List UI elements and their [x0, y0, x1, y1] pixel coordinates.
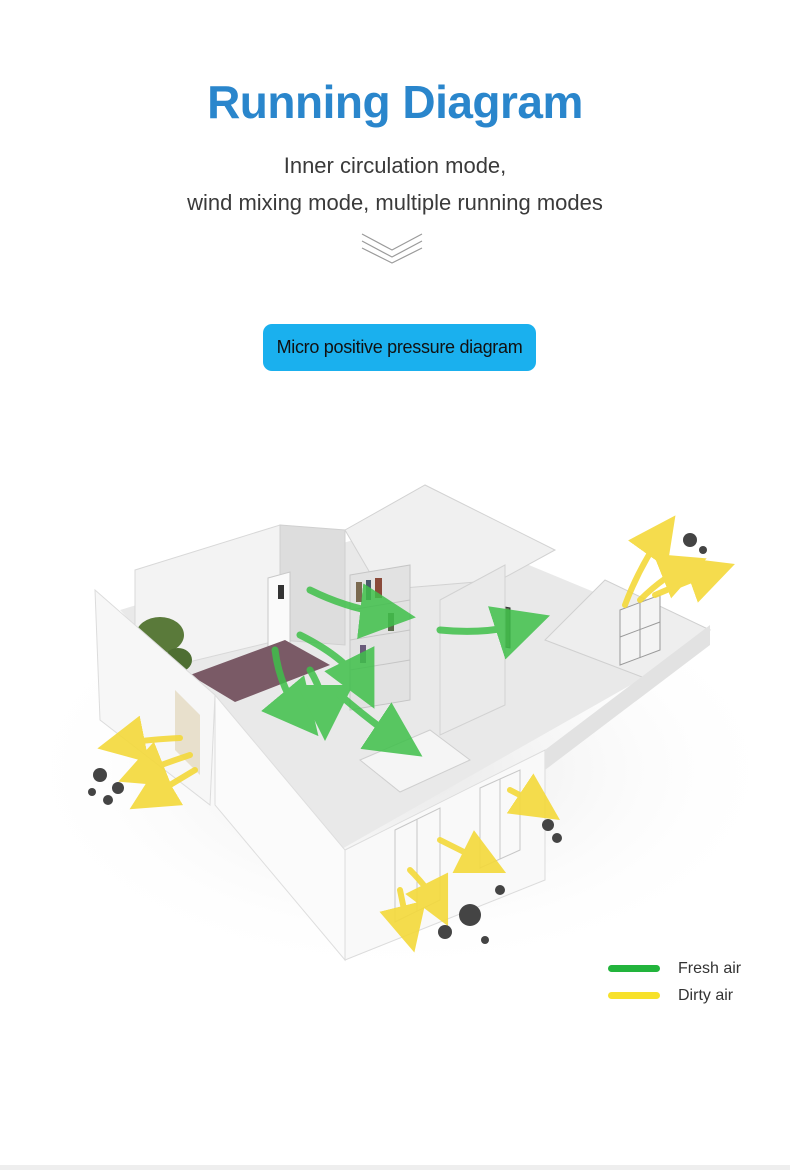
legend-item-dirty-air: Dirty air	[608, 982, 741, 1009]
legend: Fresh air Dirty air	[608, 955, 741, 1009]
fresh-air-arrows	[261, 583, 550, 757]
dirty-air-arrow	[437, 830, 507, 874]
fresh-air-arrow	[436, 606, 550, 660]
legend-label: Dirty air	[678, 986, 734, 1004]
bathroom-window	[619, 594, 661, 666]
bookshelf	[349, 564, 411, 711]
house-floorplan-illustration	[10, 484, 790, 980]
fresh-air-arrow	[306, 583, 416, 639]
page-title: Running Diagram	[207, 76, 583, 128]
virus-icon	[103, 795, 113, 805]
legend-item-fresh-air: Fresh air	[608, 955, 741, 982]
virus-icon	[495, 885, 505, 895]
dirty-air-arrow	[652, 557, 735, 603]
dirty-air-arrow	[405, 867, 449, 927]
dirty-air-arrow	[506, 773, 560, 820]
virus-icon	[542, 819, 554, 831]
legend-label: Fresh air	[678, 959, 742, 977]
door-opening	[175, 690, 200, 775]
fresh-air-arrow	[296, 666, 353, 741]
subtitle-line-1: Inner circulation mode,	[283, 153, 507, 178]
micro-pressure-badge: Micro positive pressure diagram	[263, 324, 536, 371]
living-rug	[190, 640, 330, 702]
subtitle-line-2: wind mixing mode, multiple running modes	[187, 190, 603, 215]
dirty-air-arrow	[622, 515, 676, 608]
virus-icon	[683, 533, 697, 547]
legend-swatch-dirty	[608, 992, 660, 999]
chevron-down-icon	[361, 233, 423, 264]
dirty-air-arrow	[129, 763, 198, 810]
virus-icon	[112, 782, 124, 794]
dirty-air-arrows	[97, 515, 735, 953]
virus-particles	[88, 533, 707, 944]
bottom-divider	[0, 1165, 790, 1170]
virus-icon	[88, 788, 96, 796]
right-side-wall	[545, 625, 710, 770]
legend-swatch-fresh	[608, 965, 660, 972]
virus-icon	[552, 833, 562, 843]
virus-icon	[93, 768, 107, 782]
fresh-air-arrow	[336, 691, 423, 757]
virus-icon	[438, 925, 452, 939]
fresh-air-arrow	[296, 631, 375, 709]
virus-icon	[699, 546, 707, 554]
virus-icon	[481, 936, 489, 944]
badge-label: Micro positive pressure diagram	[276, 337, 523, 357]
virus-icon	[459, 904, 481, 926]
dirty-air-arrow	[379, 887, 427, 953]
